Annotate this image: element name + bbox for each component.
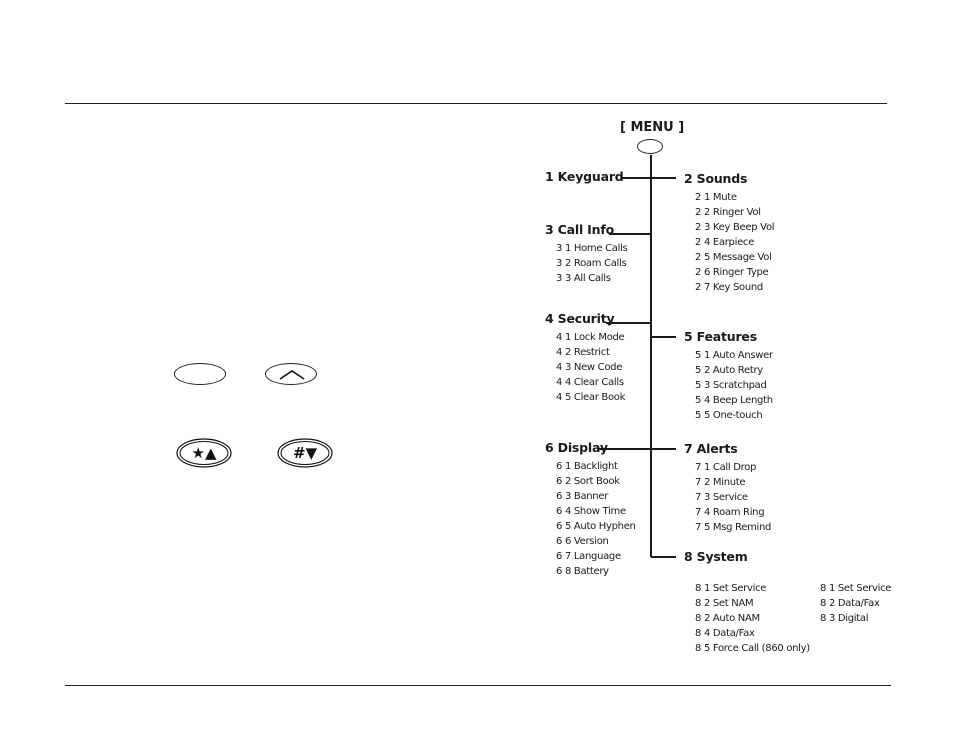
list-item: 5 3 Scratchpad <box>695 380 767 391</box>
menu-alerts: 7 Alerts 7 1 Call Drop 7 2 Minute 7 3 Se… <box>684 441 771 535</box>
star-up-key-label: ★▲ <box>191 444 217 462</box>
features-list: 5 1 Auto Answer 5 2 Auto Retry 5 3 Scrat… <box>695 348 773 423</box>
branch-features <box>651 336 676 338</box>
list-item: 2 1 Mute <box>695 192 737 203</box>
display-title: 6 Display <box>545 440 608 455</box>
list-item: 4 2 Restrict <box>556 347 610 358</box>
list-item: 4 3 New Code <box>556 362 623 373</box>
list-item: 5 2 Auto Retry <box>695 365 763 376</box>
menu-key-icon <box>637 139 663 154</box>
list-item: 6 3 Banner <box>556 491 609 502</box>
list-item: 6 4 Show Time <box>556 506 626 517</box>
branch-alerts <box>651 448 676 450</box>
branch-call-info <box>609 233 652 235</box>
menu-call-info: 3 Call Info 3 1 Home Calls 3 2 Roam Call… <box>545 222 628 286</box>
alerts-list: 7 1 Call Drop 7 2 Minute 7 3 Service 7 4… <box>695 460 771 535</box>
menu-system: 8 System <box>684 549 748 565</box>
hash-down-key-label: #▼ <box>292 444 318 462</box>
list-item: 2 2 Ringer Vol <box>695 207 761 218</box>
list-item: 8 4 Data/Fax <box>695 628 755 639</box>
system-title: 8 System <box>684 549 748 564</box>
branch-security <box>606 322 652 324</box>
tree-trunk <box>650 155 652 557</box>
up-arrow-key-icon <box>265 363 317 385</box>
list-item: 5 1 Auto Answer <box>695 350 773 361</box>
menu-keyguard: 1 Keyguard <box>545 169 624 185</box>
list-item: 4 4 Clear Calls <box>556 377 624 388</box>
system-list-b: 8 1 Set Service 8 2 Data/Fax 8 3 Digital <box>820 581 891 626</box>
list-item: 3 3 All Calls <box>556 273 611 284</box>
branch-sounds <box>651 177 676 179</box>
list-item: 8 1 Set Service <box>695 583 767 594</box>
hash-down-key-icon: #▼ <box>277 438 333 468</box>
list-item: 7 5 Msg Remind <box>695 522 772 533</box>
branch-keyguard <box>621 177 652 179</box>
list-item: 7 2 Minute <box>695 477 746 488</box>
list-item: 4 1 Lock Mode <box>556 332 625 343</box>
list-item: 2 7 Key Sound <box>695 282 763 293</box>
list-item: 6 1 Backlight <box>556 461 618 472</box>
menu-security: 4 Security 4 1 Lock Mode 4 2 Restrict 4 … <box>545 311 625 405</box>
list-item: 5 5 One-touch <box>695 410 763 421</box>
display-list: 6 1 Backlight 6 2 Sort Book 6 3 Banner 6… <box>556 459 636 579</box>
list-item: 6 5 Auto Hyphen <box>556 521 636 532</box>
keyguard-title: 1 Keyguard <box>545 169 624 184</box>
blank-key-icon <box>174 363 226 385</box>
chevron-up-icon <box>279 370 305 380</box>
menu-sounds: 2 Sounds 2 1 Mute 2 2 Ringer Vol 2 3 Key… <box>684 171 775 295</box>
sounds-title: 2 Sounds <box>684 171 748 186</box>
list-item: 8 2 Set NAM <box>695 598 754 609</box>
list-item: 8 1 Set Service <box>820 583 892 594</box>
security-title: 4 Security <box>545 311 615 326</box>
top-rule <box>65 103 887 104</box>
list-item: 2 4 Earpiece <box>695 237 754 248</box>
star-up-key-icon: ★▲ <box>176 438 232 468</box>
list-item: 8 2 Auto NAM <box>695 613 760 624</box>
list-item: 8 5 Force Call (860 only) <box>695 643 810 654</box>
call-info-list: 3 1 Home Calls 3 2 Roam Calls 3 3 All Ca… <box>556 241 628 286</box>
list-item: 7 1 Call Drop <box>695 462 757 473</box>
list-item: 6 7 Language <box>556 551 621 562</box>
list-item: 3 2 Roam Calls <box>556 258 627 269</box>
list-item: 8 2 Data/Fax <box>820 598 880 609</box>
list-item: 6 8 Battery <box>556 566 609 577</box>
alerts-title: 7 Alerts <box>684 441 738 456</box>
list-item: 6 6 Version <box>556 536 609 547</box>
system-list-a: 8 1 Set Service 8 2 Set NAM 8 2 Auto NAM… <box>695 581 810 656</box>
list-item: 6 2 Sort Book <box>556 476 620 487</box>
menu-features: 5 Features 5 1 Auto Answer 5 2 Auto Retr… <box>684 329 773 423</box>
list-item: 3 1 Home Calls <box>556 243 628 254</box>
list-item: 2 3 Key Beep Vol <box>695 222 775 233</box>
list-item: 7 3 Service <box>695 492 748 503</box>
call-info-title: 3 Call Info <box>545 222 614 237</box>
list-item: 5 4 Beep Length <box>695 395 773 406</box>
list-item: 2 5 Message Vol <box>695 252 772 263</box>
list-item: 8 3 Digital <box>820 613 869 624</box>
features-title: 5 Features <box>684 329 757 344</box>
list-item: 2 6 Ringer Type <box>695 267 769 278</box>
branch-display <box>598 448 652 450</box>
bottom-rule <box>65 685 891 686</box>
security-list: 4 1 Lock Mode 4 2 Restrict 4 3 New Code … <box>556 330 625 405</box>
sounds-list: 2 1 Mute 2 2 Ringer Vol 2 3 Key Beep Vol… <box>695 190 775 295</box>
menu-label: [ MENU ] <box>620 120 685 135</box>
menu-display: 6 Display 6 1 Backlight 6 2 Sort Book 6 … <box>545 440 636 579</box>
branch-system <box>651 556 676 558</box>
list-item: 4 5 Clear Book <box>556 392 626 403</box>
list-item: 7 4 Roam Ring <box>695 507 765 518</box>
